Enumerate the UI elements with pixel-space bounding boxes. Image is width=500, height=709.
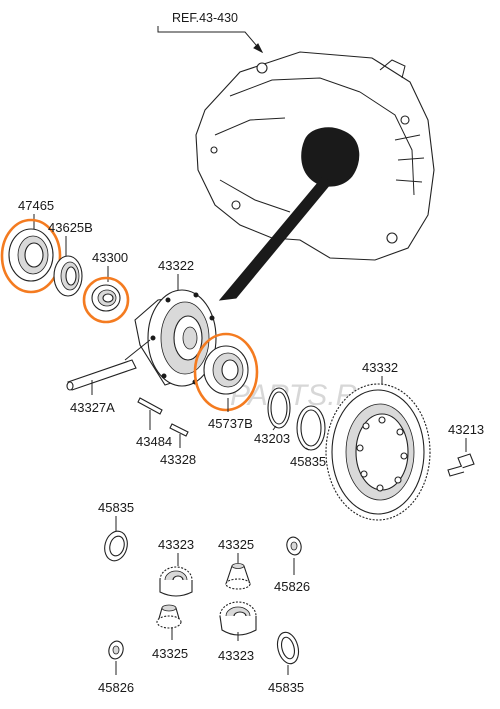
part-45826-washer-left[interactable] — [107, 639, 125, 660]
leader-43203 — [272, 425, 277, 431]
label-45835-right[interactable]: 45835 — [268, 680, 304, 695]
label-45835-left[interactable]: 45835 — [98, 500, 134, 515]
label-43484[interactable]: 43484 — [136, 434, 172, 449]
reference-arrow — [157, 26, 264, 54]
label-45737B[interactable]: 45737B — [208, 416, 253, 431]
label-45835-upper[interactable]: 45835 — [290, 454, 326, 469]
label-43332[interactable]: 43332 — [362, 360, 398, 375]
part-43484-pin[interactable] — [137, 397, 163, 415]
transaxle-case — [195, 51, 435, 301]
label-45826-left[interactable]: 45826 — [98, 680, 134, 695]
label-43323-upper[interactable]: 43323 — [158, 537, 194, 552]
reference-label[interactable]: REF.43-430 — [172, 11, 238, 25]
part-45835-washer-left[interactable] — [101, 529, 130, 564]
part-45835-washer-right[interactable] — [274, 630, 302, 666]
part-47465-seal[interactable] — [8, 228, 54, 282]
label-47465[interactable]: 47465 — [18, 198, 54, 213]
part-43328-pin[interactable] — [169, 423, 189, 437]
part-43325-pinion-lower[interactable] — [156, 604, 182, 629]
part-43323-side-gear-upper[interactable] — [159, 566, 193, 597]
label-43328[interactable]: 43328 — [160, 452, 196, 467]
part-43213-bolt[interactable] — [447, 453, 475, 477]
label-43625B[interactable]: 43625B — [48, 220, 93, 235]
part-43327A-shaft[interactable] — [66, 359, 137, 391]
label-43300[interactable]: 43300 — [92, 250, 128, 265]
part-43300-bearing[interactable] — [91, 284, 121, 312]
label-43323-lower[interactable]: 43323 — [218, 648, 254, 663]
part-43203-shim[interactable] — [267, 387, 291, 429]
leader-45835-upper — [305, 447, 310, 451]
label-43325-upper[interactable]: 43325 — [218, 537, 254, 552]
part-43325-pinion-upper[interactable] — [225, 563, 251, 590]
highlight-47465 — [0, 218, 62, 294]
label-43203[interactable]: 43203 — [254, 431, 290, 446]
label-43325-lower[interactable]: 43325 — [152, 646, 188, 661]
part-43322-diff-case[interactable] — [124, 289, 217, 387]
label-43213[interactable]: 43213 — [448, 422, 484, 437]
part-43323-side-gear-lower[interactable] — [219, 601, 257, 636]
part-45737B-bearing[interactable] — [203, 345, 249, 395]
label-45826-right[interactable]: 45826 — [274, 579, 310, 594]
part-45826-washer-right[interactable] — [285, 535, 303, 556]
label-43322[interactable]: 43322 — [158, 258, 194, 273]
part-43332-ring-gear[interactable] — [325, 383, 431, 521]
highlight-45737B — [193, 332, 259, 412]
label-43327A[interactable]: 43327A — [70, 400, 115, 415]
highlight-43300 — [82, 276, 130, 324]
part-45835-shim-upper[interactable] — [296, 405, 326, 451]
part-43625B-race[interactable] — [53, 255, 83, 297]
